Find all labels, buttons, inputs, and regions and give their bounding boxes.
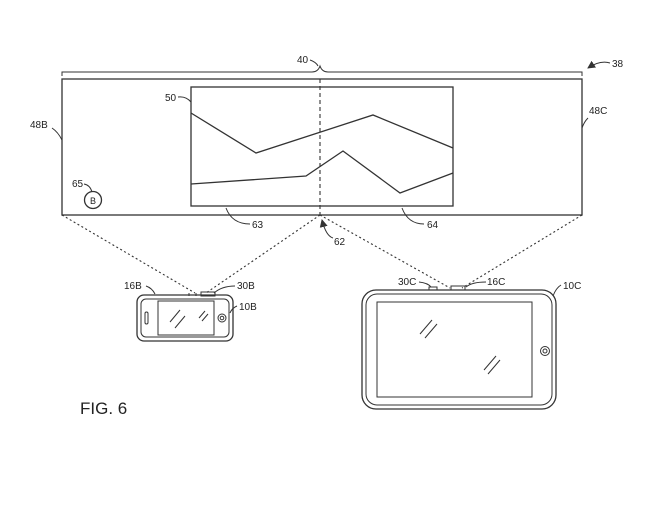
- label-30C: 30C: [398, 277, 416, 288]
- span-bracket: [61, 64, 583, 76]
- label-48B: 48B: [30, 120, 48, 131]
- upper-trace: [190, 112, 454, 154]
- arrow-62: [319, 219, 334, 239]
- indicator-circle: [83, 190, 103, 210]
- label-16B: 16B: [124, 281, 142, 292]
- leader-40: [309, 59, 319, 67]
- figure-title: FIG. 6: [80, 399, 127, 418]
- label-48C: 48C: [589, 106, 607, 117]
- leader-30B: [213, 285, 236, 294]
- label-16C: 16C: [487, 277, 505, 288]
- projection-lines: [61, 214, 583, 294]
- label-30B: 30B: [237, 281, 255, 292]
- tablet-device: [361, 285, 557, 410]
- label-64: 64: [427, 220, 439, 231]
- label-10B: 10B: [239, 302, 257, 313]
- leader-48B: [51, 127, 63, 141]
- label-10C: 10C: [563, 281, 581, 292]
- leader-65: [83, 183, 93, 193]
- leader-16C: [465, 281, 487, 288]
- display-panel: [61, 78, 583, 216]
- label-50: 50: [165, 93, 177, 104]
- lower-trace: [190, 150, 454, 194]
- label-65: 65: [72, 179, 84, 190]
- leader-30C: [418, 281, 432, 288]
- label-63: 63: [252, 220, 264, 231]
- leader-10C: [552, 284, 562, 297]
- arrow-38: [587, 60, 611, 69]
- leader-63: [225, 207, 251, 225]
- leader-64: [401, 207, 425, 225]
- leader-50: [177, 96, 192, 103]
- leader-10B: [229, 305, 238, 314]
- indicator-letter: B: [90, 196, 96, 206]
- leader-48C: [581, 117, 589, 129]
- label-40: 40: [297, 55, 309, 66]
- label-62: 62: [334, 237, 346, 248]
- phone-device: [136, 291, 234, 342]
- display-surface: [190, 86, 454, 207]
- label-38: 38: [612, 59, 624, 70]
- leader-16B: [145, 285, 156, 295]
